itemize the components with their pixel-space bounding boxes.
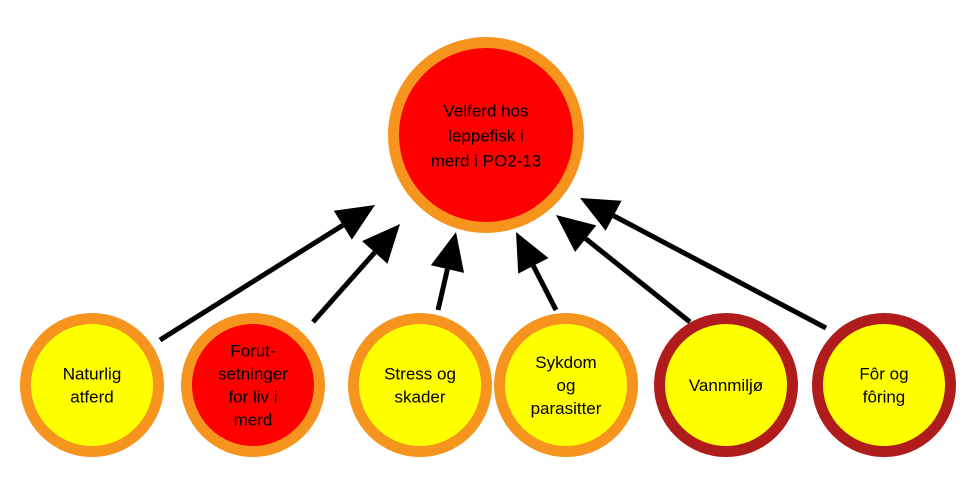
bottom-node-6-label-line: Fôr og: [859, 364, 908, 383]
bottom-node-3-label-line: skader: [394, 387, 445, 406]
arrow-shaft: [612, 213, 828, 331]
bottom-node-2-label-line: Forut-: [230, 341, 275, 360]
bottom-node-1-label-line: Naturlig: [63, 364, 122, 383]
arrow-head: [362, 224, 400, 264]
top-node: Velferd hos leppefisk i merd i PO2-13: [388, 37, 584, 233]
arrows: [158, 198, 828, 343]
bottom-node-2-circle: [181, 313, 325, 457]
arrow-shaft: [435, 268, 450, 311]
bottom-node-3: Stress og skader: [348, 313, 492, 457]
arrow-head: [430, 232, 465, 273]
arrow-1: [158, 205, 375, 343]
arrow-5: [556, 215, 692, 324]
top-node-circle: [388, 37, 584, 233]
bottom-node-5-label-line: Vannmiljø: [689, 376, 763, 395]
arrow-shaft: [584, 236, 692, 324]
bottom-node-6-circle: [812, 313, 956, 457]
bottom-node-4-label-line: og: [557, 376, 576, 395]
arrow-head: [580, 198, 622, 231]
bottom-node-2-label-line: merd: [234, 410, 273, 429]
top-node-label-line: Velferd hos: [443, 102, 528, 121]
arrow-shaft: [311, 250, 377, 324]
bottom-node-1-circle: [20, 313, 164, 457]
arrow-4: [516, 232, 559, 312]
bottom-node-6: Fôr og fôring: [812, 313, 956, 457]
arrow-head: [556, 215, 597, 252]
arrow-2: [311, 224, 400, 324]
bottom-node-4: Sykdom og parasitter: [494, 313, 638, 457]
bottom-node-2: Forut-setninger for liv i merd: [181, 313, 325, 457]
arrow-shaft: [531, 264, 559, 312]
bottom-node-4-circle: [494, 313, 638, 457]
bottom-node-5: Vannmiljø: [654, 313, 798, 457]
bottom-node-4-label-line: Sykdom: [535, 353, 596, 372]
arrow-head: [333, 205, 375, 240]
bottom-node-1-label-line: atferd: [70, 387, 113, 406]
top-node-label-line: merd i PO2-13: [431, 152, 542, 171]
bottom-node-1: Naturlig atferd: [20, 313, 164, 457]
top-node-label-line: leppefisk i: [448, 127, 524, 146]
arrow-shaft: [158, 223, 345, 343]
bottom-node-3-circle: [348, 313, 492, 457]
bottom-node-2-label-line: setninger: [218, 364, 288, 383]
bottom-node-4-label-line: parasitter: [531, 399, 602, 418]
arrow-3: [430, 232, 465, 311]
bottom-node-6-label-line: fôring: [863, 387, 906, 406]
arrow-head: [516, 232, 549, 274]
nodes: Velferd hos leppefisk i merd i PO2-13Natur…: [20, 37, 956, 457]
bottom-node-2-label-line: for liv i: [228, 387, 277, 406]
bottom-node-5-circle: [654, 313, 798, 457]
arrow-6: [580, 198, 828, 331]
bottom-node-3-label-line: Stress og: [384, 364, 456, 383]
